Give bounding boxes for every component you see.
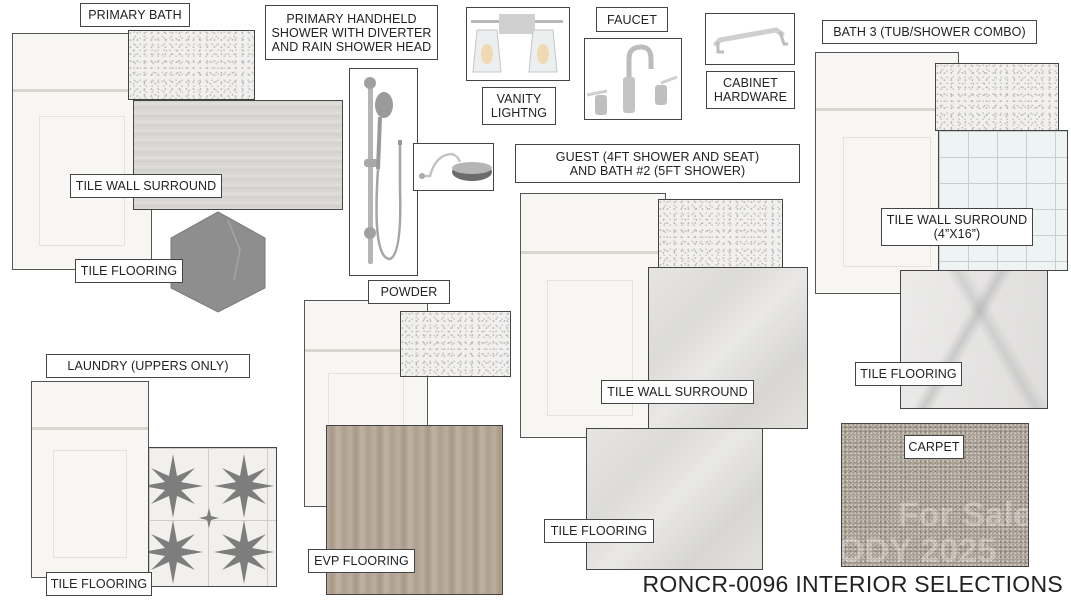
carpet-swatch: For Sale ODY 2025 xyxy=(841,423,1029,567)
page-title: RONCR-0096 INTERIOR SELECTIONS xyxy=(642,571,1063,597)
handheld-shower-image xyxy=(349,68,418,276)
guest-wall-tile-swatch xyxy=(648,267,808,429)
cabinet-rail xyxy=(521,251,665,254)
bath3-wall-tile-swatch xyxy=(938,130,1068,271)
guest-floor-label: TILE FLOORING xyxy=(544,519,654,543)
primary-bath-wall-label: TILE WALL SURROUND xyxy=(70,174,222,198)
bath3-heading: BATH 3 (TUB/SHOWER COMBO) xyxy=(822,20,1037,44)
cabinet-hardware-label: CABINET HARDWARE xyxy=(706,71,795,109)
cabinet-rail xyxy=(13,89,151,92)
vanity-lighting-image xyxy=(466,7,570,81)
powder-floor-label: EVP FLOORING xyxy=(308,549,415,573)
rain-shower-head-image xyxy=(413,143,494,191)
vanity-light-fixture-icon xyxy=(471,14,563,73)
bath3-countertop-swatch xyxy=(935,63,1059,131)
laundry-floor-label: TILE FLOORING xyxy=(46,572,152,596)
cabinet-panel xyxy=(843,137,931,267)
carpet-label: CARPET xyxy=(904,435,964,459)
bath3-floor-label: TILE FLOORING xyxy=(855,362,962,386)
primary-bath-floor-label: TILE FLOORING xyxy=(75,259,183,283)
faucet-label: FAUCET xyxy=(596,7,668,32)
cabinet-hardware-image xyxy=(705,13,795,65)
bath3-wall-label: TILE WALL SURROUND (4”X16”) xyxy=(881,208,1033,246)
primary-bath-hex-floor-tile xyxy=(170,211,266,313)
cabinet-rail xyxy=(32,427,148,430)
watermark-line2: ODY 2025 xyxy=(841,532,997,567)
powder-countertop-swatch xyxy=(400,311,511,377)
vanity-lighting-label: VANITY LIGHTNG xyxy=(482,87,556,125)
primary-shower-heading: PRIMARY HANDHELD SHOWER WITH DIVERTER AN… xyxy=(265,5,438,60)
primary-bath-countertop-swatch xyxy=(128,30,255,100)
guest-countertop-swatch xyxy=(658,199,783,268)
laundry-cabinet-swatch xyxy=(31,381,149,578)
guest-wall-label: TILE WALL SURROUND xyxy=(601,380,754,404)
cabinet-rail xyxy=(305,349,427,352)
watermark-line1: For Sale xyxy=(898,496,1029,534)
powder-heading: POWDER xyxy=(368,280,450,304)
handheld-shower-icon xyxy=(364,77,402,264)
bath3-floor-tile-swatch xyxy=(900,270,1048,409)
faucet-icon xyxy=(586,44,678,115)
star-tile-pattern-icon xyxy=(149,454,274,584)
cabinet-rail xyxy=(816,108,958,111)
faucet-image xyxy=(584,38,682,120)
laundry-heading: LAUNDRY (UPPERS ONLY) xyxy=(46,354,250,378)
cabinet-panel xyxy=(53,450,127,558)
cabinet-pull-icon xyxy=(713,27,788,54)
primary-bath-heading: PRIMARY BATH xyxy=(80,3,190,27)
rain-shower-head-icon xyxy=(419,152,492,181)
laundry-star-floor-tile-swatch xyxy=(148,447,277,587)
guest-heading: GUEST (4FT SHOWER AND SEAT) AND BATH #2 … xyxy=(515,144,800,183)
guest-floor-tile-swatch xyxy=(586,428,763,570)
cabinet-panel xyxy=(547,280,633,416)
